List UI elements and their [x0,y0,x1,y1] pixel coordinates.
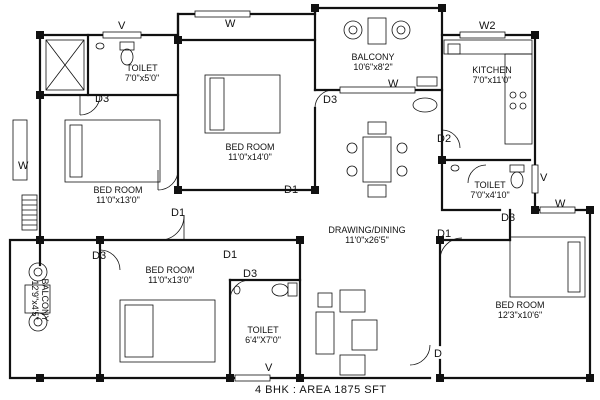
room-name: BED ROOM [225,142,275,152]
room-name: TOILET [474,180,506,190]
room-size: 12'9"x4'5" [30,280,40,320]
room-bedroom-bottom-left: BED ROOM 11'0"x13'0" [130,265,210,285]
mark-v-right: V [540,172,548,184]
room-name: KITCHEN [472,65,512,75]
room-size: 11'0"x13'0" [148,275,192,285]
mark-d3-e: D3 [501,212,516,224]
balcony-furniture [24,17,411,332]
room-size: 11'0"x14'0" [228,152,272,162]
mark-d3-c: D3 [92,250,107,262]
room-balcony-top: BALCONY 10'6"x8'2" [338,52,408,72]
room-toilet-top: TOILET 7'0"x5'0" [115,63,169,83]
left-louvres [21,194,38,231]
door-swings [79,89,487,366]
room-size: 10'6"x8'2" [353,62,393,72]
room-size: 11'0"x13'0" [96,195,140,205]
room-size: 12'3"x10'6" [497,310,543,320]
mark-w-right: W [555,198,566,210]
plan-caption: 4 BHK : AREA 1875 SFT [255,384,387,396]
room-size: 11'0"x26'5" [345,235,389,245]
beds [64,74,586,363]
mark-d3-a: D3 [95,93,110,105]
room-kitchen: KITCHEN 7'0"x11'0" [462,65,522,85]
room-bedroom-right: BED ROOM 12'3"x10'6" [480,300,560,320]
windows [12,10,576,382]
room-drawing-dining: DRAWING/DINING 11'0"x26'5" [322,225,412,245]
room-size: 6'4"X7'0" [245,335,281,345]
mark-d1-c: D1 [223,249,238,261]
room-balcony-left: BALCONY 12'9"x4'5" [30,270,50,330]
mark-d2: D2 [437,133,452,145]
mark-d1-d: D1 [437,228,452,240]
room-bedroom-top: BED ROOM 11'0"x14'0" [210,142,290,162]
sofa-set [315,289,378,376]
room-toilet-bottom: TOILET 6'4"X7'0" [233,325,293,345]
room-name: DRAWING/DINING [328,225,406,235]
room-name: TOILET [126,63,158,73]
room-name: BED ROOM [93,185,143,195]
mark-w2: W2 [479,20,496,32]
room-name: BED ROOM [145,265,195,275]
fixtures [45,39,533,297]
room-name: BALCONY [351,52,395,62]
mark-v-bottom: V [265,362,273,374]
mark-d3-b: D3 [323,94,338,106]
room-toilet-right: TOILET 7'0"x4'10" [458,180,522,200]
mark-v-top: V [118,20,126,32]
columns [36,4,594,382]
room-bedroom-left: BED ROOM 11'0"x13'0" [78,185,158,205]
mark-d-bottom: D [434,348,442,360]
mark-d3-d: D3 [243,268,258,280]
room-size: 7'0"x5'0" [124,73,160,83]
mark-w-left: W [18,160,29,172]
room-name: TOILET [247,325,279,335]
room-name: BED ROOM [495,300,545,310]
mark-d1-a: D1 [284,184,299,196]
mark-d1-b: D1 [171,207,186,219]
mark-w-balcony: W [388,78,399,90]
room-name: BALCONY [40,278,50,322]
room-size: 7'0"x11'0" [472,75,512,85]
dining-set [346,121,408,198]
mark-w-top: W [225,18,236,30]
room-size: 7'0"x4'10" [470,190,510,200]
